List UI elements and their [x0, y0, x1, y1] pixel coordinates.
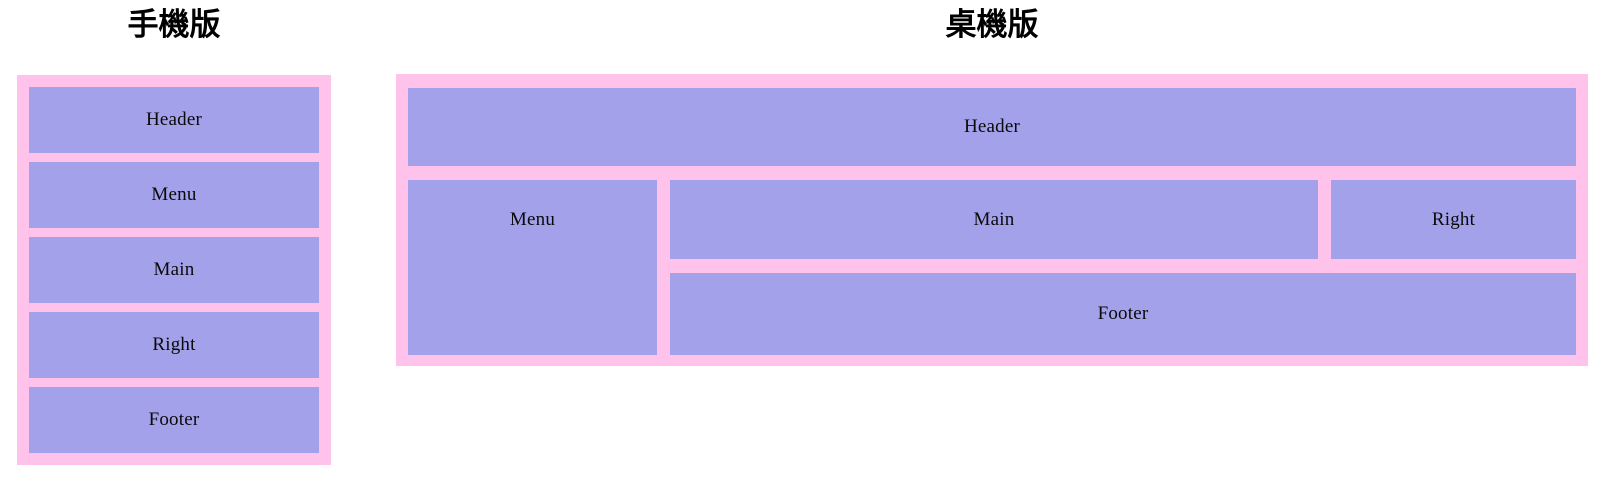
block-label: Header	[145, 109, 203, 130]
desktop-layout-container: Header Menu Main Right Footer	[396, 74, 1588, 366]
mobile-block-header: Header	[29, 87, 319, 153]
block-label: Menu	[151, 184, 197, 205]
desktop-block-right: Right	[1331, 180, 1576, 259]
mobile-block-footer: Footer	[29, 387, 319, 453]
mobile-block-right: Right	[29, 312, 319, 378]
block-label: Main	[973, 208, 1015, 230]
block-label: Footer	[1097, 303, 1149, 324]
block-label: Menu	[509, 208, 556, 230]
mobile-block-menu: Menu	[29, 162, 319, 228]
block-label: Main	[153, 259, 195, 280]
desktop-block-footer: Footer	[670, 273, 1576, 355]
mobile-block-main: Main	[29, 237, 319, 303]
block-label: Right	[1431, 208, 1476, 230]
block-label: Footer	[148, 409, 200, 430]
desktop-block-main: Main	[670, 180, 1318, 259]
desktop-block-header: Header	[408, 88, 1576, 166]
desktop-section-title: 桌機版	[945, 7, 1039, 42]
menu-label-strip: Menu	[408, 180, 657, 259]
desktop-block-menu: Menu	[408, 180, 657, 355]
block-label: Right	[152, 334, 196, 355]
mobile-layout-container: Header Menu Main Right Footer	[17, 75, 331, 465]
mobile-section-title: 手機版	[127, 7, 221, 42]
block-label: Header	[963, 116, 1021, 137]
